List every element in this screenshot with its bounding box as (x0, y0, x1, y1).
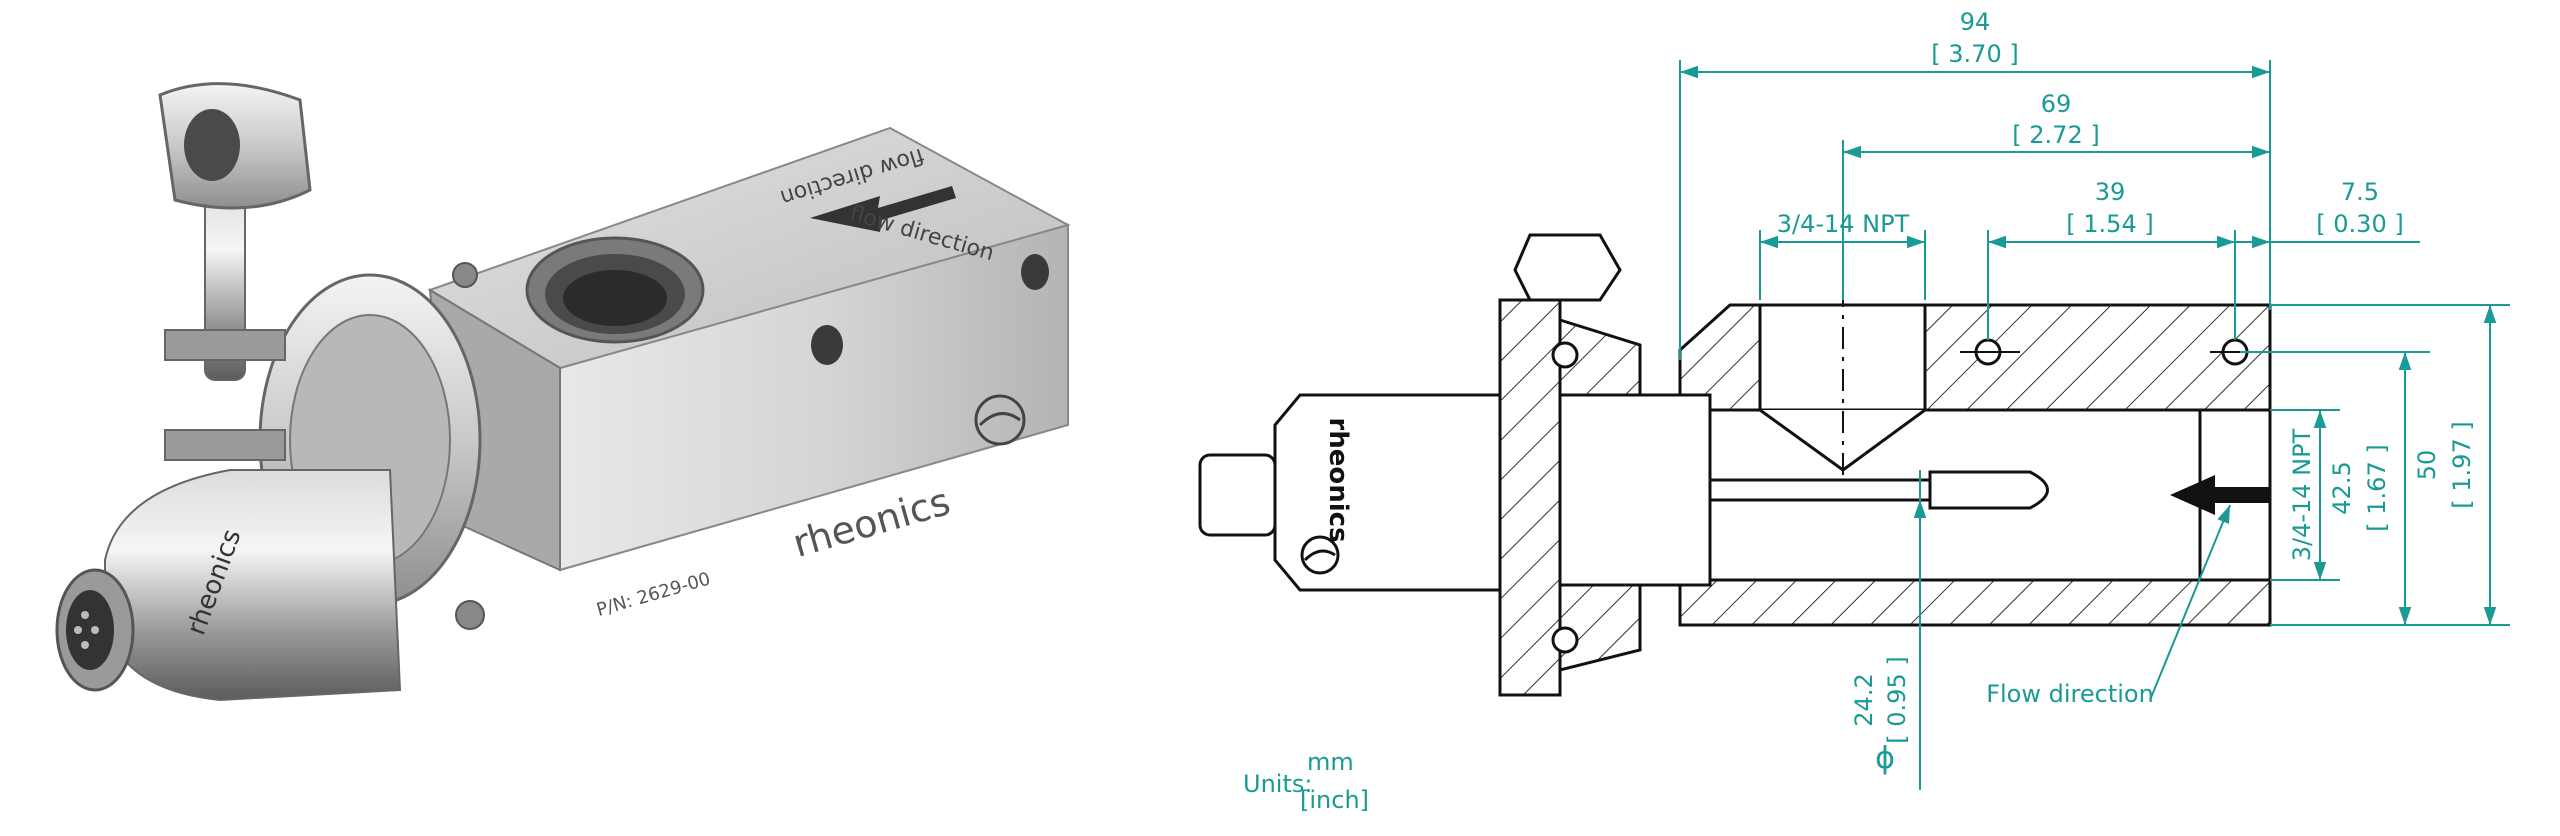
dimension-labels: 94 [ 3.70 ] 69 [ 2.72 ] 39 [ 1.54 ] 7.5 … (1243, 8, 2476, 814)
sensor-head (1273, 393, 1502, 592)
flow-direction-annotation: Flow direction (1986, 680, 2154, 708)
units-label: Units: (1243, 770, 1312, 798)
dim-bore-in: [ 1.67 ] (2363, 444, 2391, 531)
part-number: P/N: 2629-00 (594, 568, 713, 621)
flange-section (1498, 298, 1562, 697)
drawing-brand-logo-swoosh (1303, 549, 1336, 562)
dim-height-in: [ 1.97 ] (2448, 421, 2476, 508)
flow-arrow-icon (810, 186, 956, 232)
threaded-port-core (563, 270, 667, 326)
brand-logo-icon (974, 394, 1026, 446)
units-secondary: [inch] (1300, 786, 1369, 814)
dim-top-thread: 3/4-14 NPT (1777, 210, 1910, 238)
dim-holes-mm: 39 (2095, 178, 2126, 206)
dim-diameter-mm: 24.2 (1850, 673, 1878, 726)
brand-logo-swoosh (978, 412, 1021, 427)
dim-bore-mm: 42.5 (2328, 461, 2356, 514)
connector-pin-3 (81, 641, 89, 649)
clamp-pin (452, 262, 478, 288)
product-render: flow direction flow direction rheonics P… (55, 82, 1071, 702)
dimension-layer (1679, 60, 2510, 790)
bolt-hole-2 (1021, 254, 1049, 290)
dim-diameter-symbol: ϕ (1875, 741, 1895, 776)
dim-offset-mm: 7.5 (2341, 178, 2379, 206)
clamp-wing (1513, 233, 1622, 302)
sensor-connector (1198, 453, 1277, 537)
wing-nut-hole (184, 109, 240, 181)
o-ring-bottom (1551, 626, 1579, 654)
dim-port-end-in: [ 2.72 ] (2012, 121, 2099, 149)
dim-offset-in: [ 0.30 ] (2316, 210, 2403, 238)
connector-socket (66, 590, 114, 670)
drawing-brand-text: rheonics (1323, 417, 1353, 542)
o-ring-top (1551, 341, 1579, 369)
connector-pin-1 (81, 611, 89, 619)
dim-end-thread: 3/4-14 NPT (2288, 428, 2316, 561)
sensor-probe-tip (1928, 470, 2049, 510)
clamp-interior (1558, 393, 1712, 587)
flow-leader-line (2149, 504, 2231, 701)
clamp-bracket-lower (164, 429, 286, 461)
dim-overall-mm: 94 (1960, 8, 1991, 36)
technical-drawing: rheonics (1198, 233, 2272, 697)
drawing-brand-logo-icon (1300, 535, 1340, 575)
dim-holes-in: [ 1.54 ] (2066, 210, 2153, 238)
connector-pin-2 (91, 626, 99, 634)
sensor-probe-shaft (1698, 478, 1942, 502)
dim-overall-in: [ 3.70 ] (1931, 40, 2018, 68)
sensor-body (104, 469, 402, 702)
dim-diameter-in: [ 0.95 ] (1883, 656, 1911, 743)
bolt-hole-1 (811, 325, 843, 365)
clamp-pivot-bolt (455, 600, 485, 630)
dim-height-mm: 50 (2413, 450, 2441, 481)
internal-flow-arrow-icon (2170, 475, 2270, 515)
connector-pin-4 (74, 626, 82, 634)
clamp-bracket (164, 329, 286, 361)
dim-port-end-mm: 69 (2041, 90, 2072, 118)
units-primary: mm (1307, 748, 1354, 776)
